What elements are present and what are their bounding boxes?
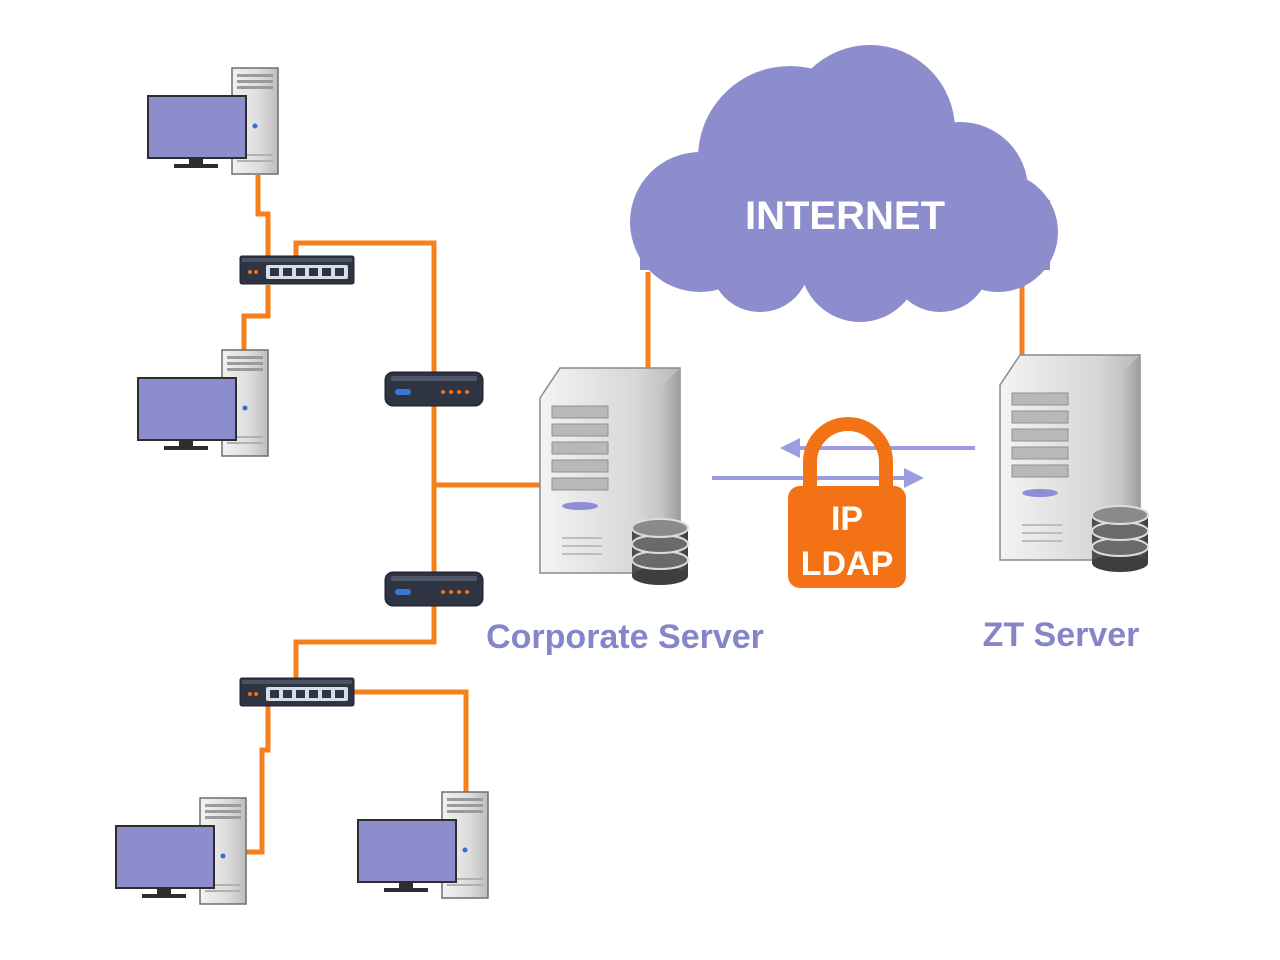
cable-switch2-pc3 <box>246 706 271 855</box>
desktop-computer-icon <box>137 349 269 457</box>
desktop-computer-icon <box>147 67 279 175</box>
corporate-server-label: Corporate Server <box>486 618 764 656</box>
cable-switch2-pc4 <box>354 689 469 792</box>
desktop-computer-icon <box>115 797 247 905</box>
cable-switch1-router1 <box>293 240 437 372</box>
router-icon <box>384 571 484 607</box>
lock-label-ldap: LDAP <box>801 545 894 583</box>
zt-server-label: ZT Server <box>983 616 1140 654</box>
internet-cloud-icon <box>630 45 1058 322</box>
cable-router2-switch2 <box>293 605 437 680</box>
network-switch-icon <box>239 255 355 285</box>
router-icon <box>384 371 484 407</box>
cable-pc1-switch1 <box>255 175 271 258</box>
padlock-icon <box>788 417 906 588</box>
desktop-computer-icon <box>357 791 489 899</box>
lock-label-ip: IP <box>831 500 863 538</box>
network-switch-icon <box>239 677 355 707</box>
corporate-server-icon <box>539 367 689 586</box>
cable-switch1-pc2 <box>241 285 271 350</box>
bidirectional-arrow-icon <box>712 438 975 488</box>
internet-label: INTERNET <box>745 194 945 238</box>
zt-server-icon <box>999 354 1149 573</box>
